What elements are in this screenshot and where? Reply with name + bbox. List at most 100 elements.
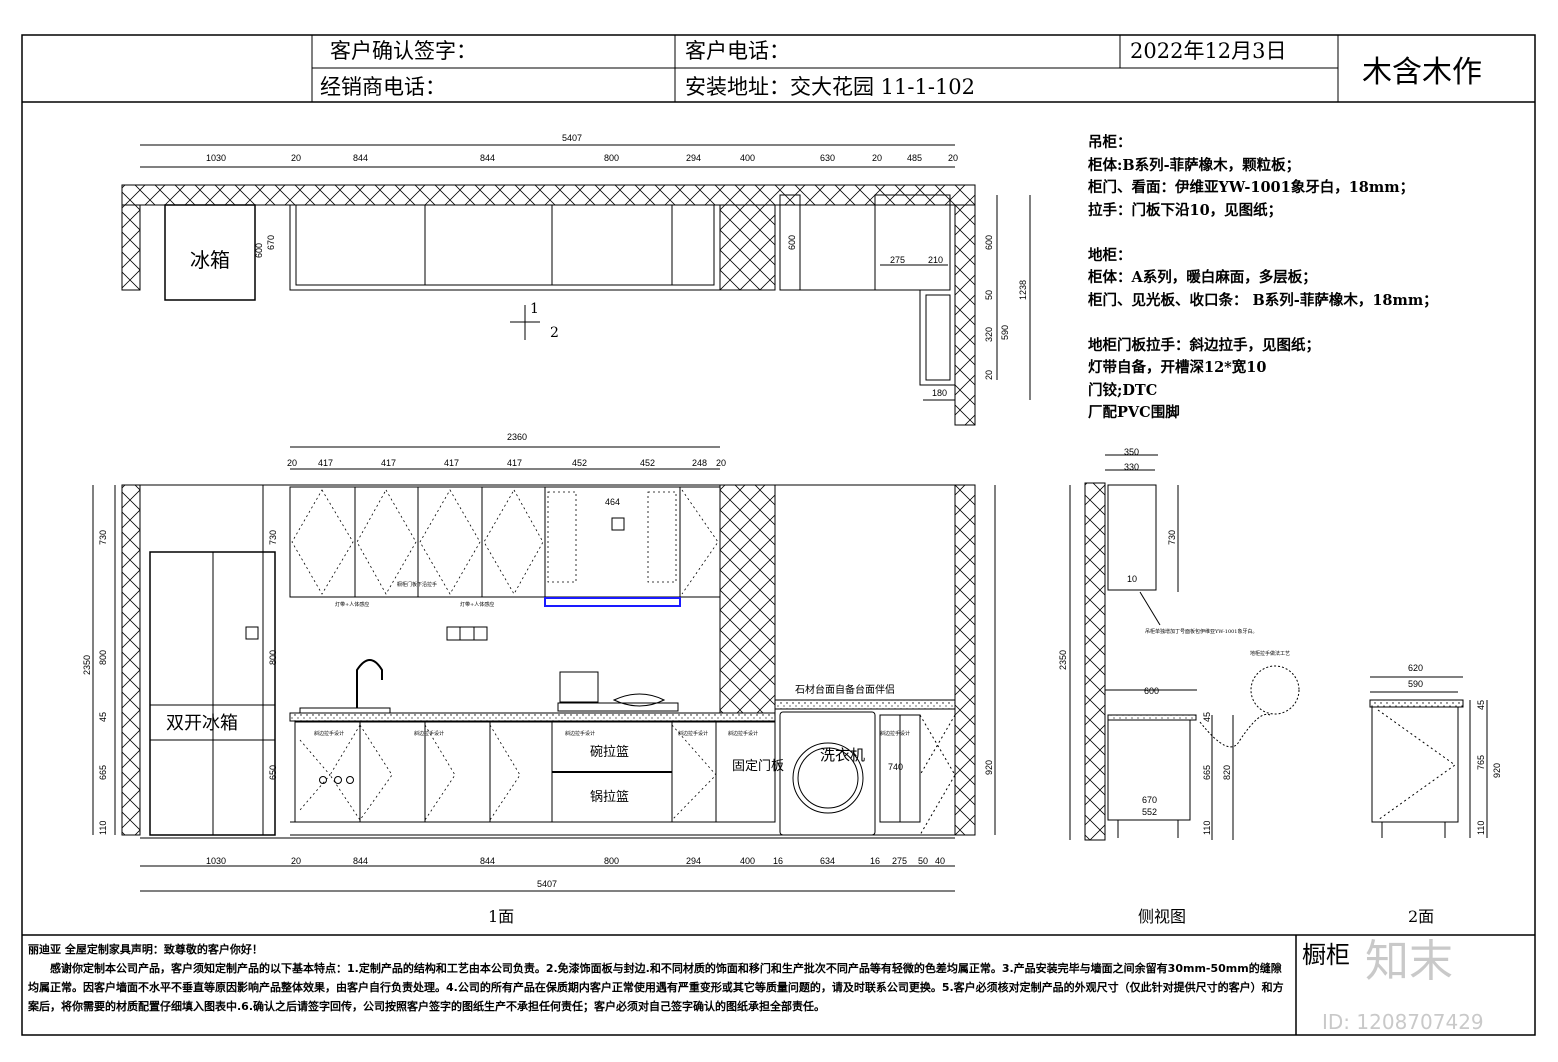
dimension-label: 600	[787, 235, 797, 250]
declaration-title: 丽迪亚 全屋定制家具声明：致尊敬的客户你好！	[28, 943, 263, 956]
dimension-label: 350	[1124, 447, 1139, 457]
dimension-label: 20	[291, 856, 301, 866]
dimension-label: 10	[1127, 574, 1137, 584]
face-2	[1369, 676, 1488, 838]
dimension-label: 40	[935, 856, 945, 866]
dimension-label: 600	[984, 235, 994, 250]
plan-fridge-label: 冰箱	[190, 248, 230, 272]
section-mark-1: 1	[530, 301, 539, 317]
dimension-label: 800	[98, 650, 108, 665]
dimension-label: 730	[98, 530, 108, 545]
lower-total-dim: 5407	[537, 879, 557, 889]
dimension-label: 20	[948, 153, 958, 163]
dimension-label: 552	[1142, 807, 1157, 817]
handle-note: 斜边拉手设计	[314, 730, 344, 737]
dimension-label: 765	[1476, 755, 1486, 770]
outer-frame	[21, 34, 1536, 1036]
dimension-label: 400	[740, 856, 755, 866]
dimension-label: 20	[984, 370, 994, 380]
dimension-label: 16	[773, 856, 783, 866]
dimension-label: 844	[353, 856, 368, 866]
dimension-label: 50	[984, 290, 994, 300]
dimension-label: 485	[907, 153, 922, 163]
dimension-label: 665	[1202, 765, 1212, 780]
watermark-logo: 知末	[1365, 936, 1453, 987]
declaration-body: 感谢你定制本公司产品，客户须知定制产品的以下基本特点：1.定制产品的结构和工艺由…	[28, 962, 1284, 1013]
note-line: 门铰;DTC	[1088, 381, 1158, 399]
dimension-label: 820	[1222, 765, 1232, 780]
dimension-label: 330	[1124, 462, 1139, 472]
plan-dim-210: 210	[928, 255, 943, 265]
category-label: 橱柜	[1302, 941, 1350, 969]
dimension-label: 665	[98, 765, 108, 780]
side-view-title: 侧视图	[1138, 907, 1186, 926]
dimension-label: 600	[254, 243, 264, 258]
dimension-label: 294	[686, 856, 701, 866]
dimension-label: 110	[1476, 821, 1486, 835]
dimension-label: 800	[604, 856, 619, 866]
dimension-label: 730	[268, 530, 278, 545]
handle-note: 斜边拉手设计	[414, 730, 444, 737]
material-notes: 吊柜：柜体:B系列-菲萨橡木，颗粒板；柜门、看面：伊维亚YW-1001象牙白，1…	[1088, 132, 1438, 425]
dimension-label: 650	[268, 765, 278, 780]
dimension-label: 16	[870, 856, 880, 866]
dimension-label: 920	[984, 760, 994, 775]
elevation-1	[92, 446, 996, 892]
dimension-label: 730	[1167, 530, 1177, 545]
dimension-label: 50	[918, 856, 928, 866]
dimension-label: 110	[98, 821, 108, 835]
dimension-label: 20	[872, 153, 882, 163]
dimension-label: 400	[740, 153, 755, 163]
dimension-label: 320	[984, 327, 994, 342]
brand-name: 木含木作	[1362, 55, 1482, 90]
note-line: 地柜门板拉手：斜边拉手，见图纸；	[1088, 336, 1320, 354]
washer-label: 洗衣机	[820, 746, 865, 764]
dimension-label: 417	[381, 458, 396, 468]
install-address: 安装地址：交大花园 11-1-102	[685, 75, 975, 99]
dimension-label: 417	[318, 458, 333, 468]
note-line: 柜门、看面：伊维亚YW-1001象牙白，18mm；	[1088, 179, 1415, 196]
light-note: 灯带+人体感应	[335, 601, 369, 608]
counter-note: 石材台面自备台面伴侣	[795, 683, 895, 696]
plan-view	[121, 144, 1031, 426]
dimension-label: 45	[98, 712, 108, 722]
handle-note: 斜边拉手设计	[678, 730, 708, 737]
side-note-2: 地柜拉手做法工艺	[1250, 650, 1290, 657]
plan-dim-275: 275	[890, 255, 905, 265]
upper-total-dim: 2360	[507, 432, 527, 442]
dimension-label: 20	[287, 458, 297, 468]
section-mark-2: 2	[550, 325, 559, 341]
note-line: 柜体:B系列-菲萨橡木，颗粒板；	[1088, 156, 1301, 174]
fixed-panel-label: 固定门板	[732, 759, 784, 774]
note-line: 厂配PVC围脚	[1088, 404, 1180, 421]
handle-note: 斜边拉手设计	[728, 730, 758, 737]
side-view	[1069, 454, 1300, 841]
light-note: 灯带+人体感应	[460, 601, 494, 608]
dimension-label: 452	[572, 458, 587, 468]
dimension-label: 110	[1202, 821, 1212, 835]
dimension-label: 620	[1408, 663, 1423, 673]
note-line: 柜体：A系列，暖白麻面，多层板；	[1088, 269, 1317, 286]
dimension-label: 20	[716, 458, 726, 468]
bowl-basket-label: 碗拉篮	[590, 744, 629, 760]
dimension-label: 20	[291, 153, 301, 163]
dimension-label: 590	[1408, 679, 1423, 689]
dimension-label: 45	[1202, 712, 1212, 722]
dimension-label: 844	[353, 153, 368, 163]
dimension-label: 844	[480, 153, 495, 163]
dimension-label: 630	[820, 153, 835, 163]
dimension-label: 844	[480, 856, 495, 866]
hood-dim: 464	[605, 497, 620, 507]
side-dim-740: 740	[888, 762, 903, 772]
dimension-label: 670	[266, 235, 276, 250]
dimension-label: 1030	[206, 856, 226, 866]
dimension-label: 800	[268, 650, 278, 665]
double-fridge-label: 双开冰箱	[166, 713, 238, 734]
plan-total-dim: 5407	[562, 133, 582, 143]
dimension-label: 1238	[1018, 280, 1028, 300]
dimension-label: 920	[1492, 763, 1502, 778]
side-note-1: 吊柜单独增加丁号面板包伊维亚YW-1001象牙白。	[1145, 628, 1258, 635]
dimension-label: 275	[892, 856, 907, 866]
date-label: 2022年12月3日	[1130, 39, 1287, 63]
